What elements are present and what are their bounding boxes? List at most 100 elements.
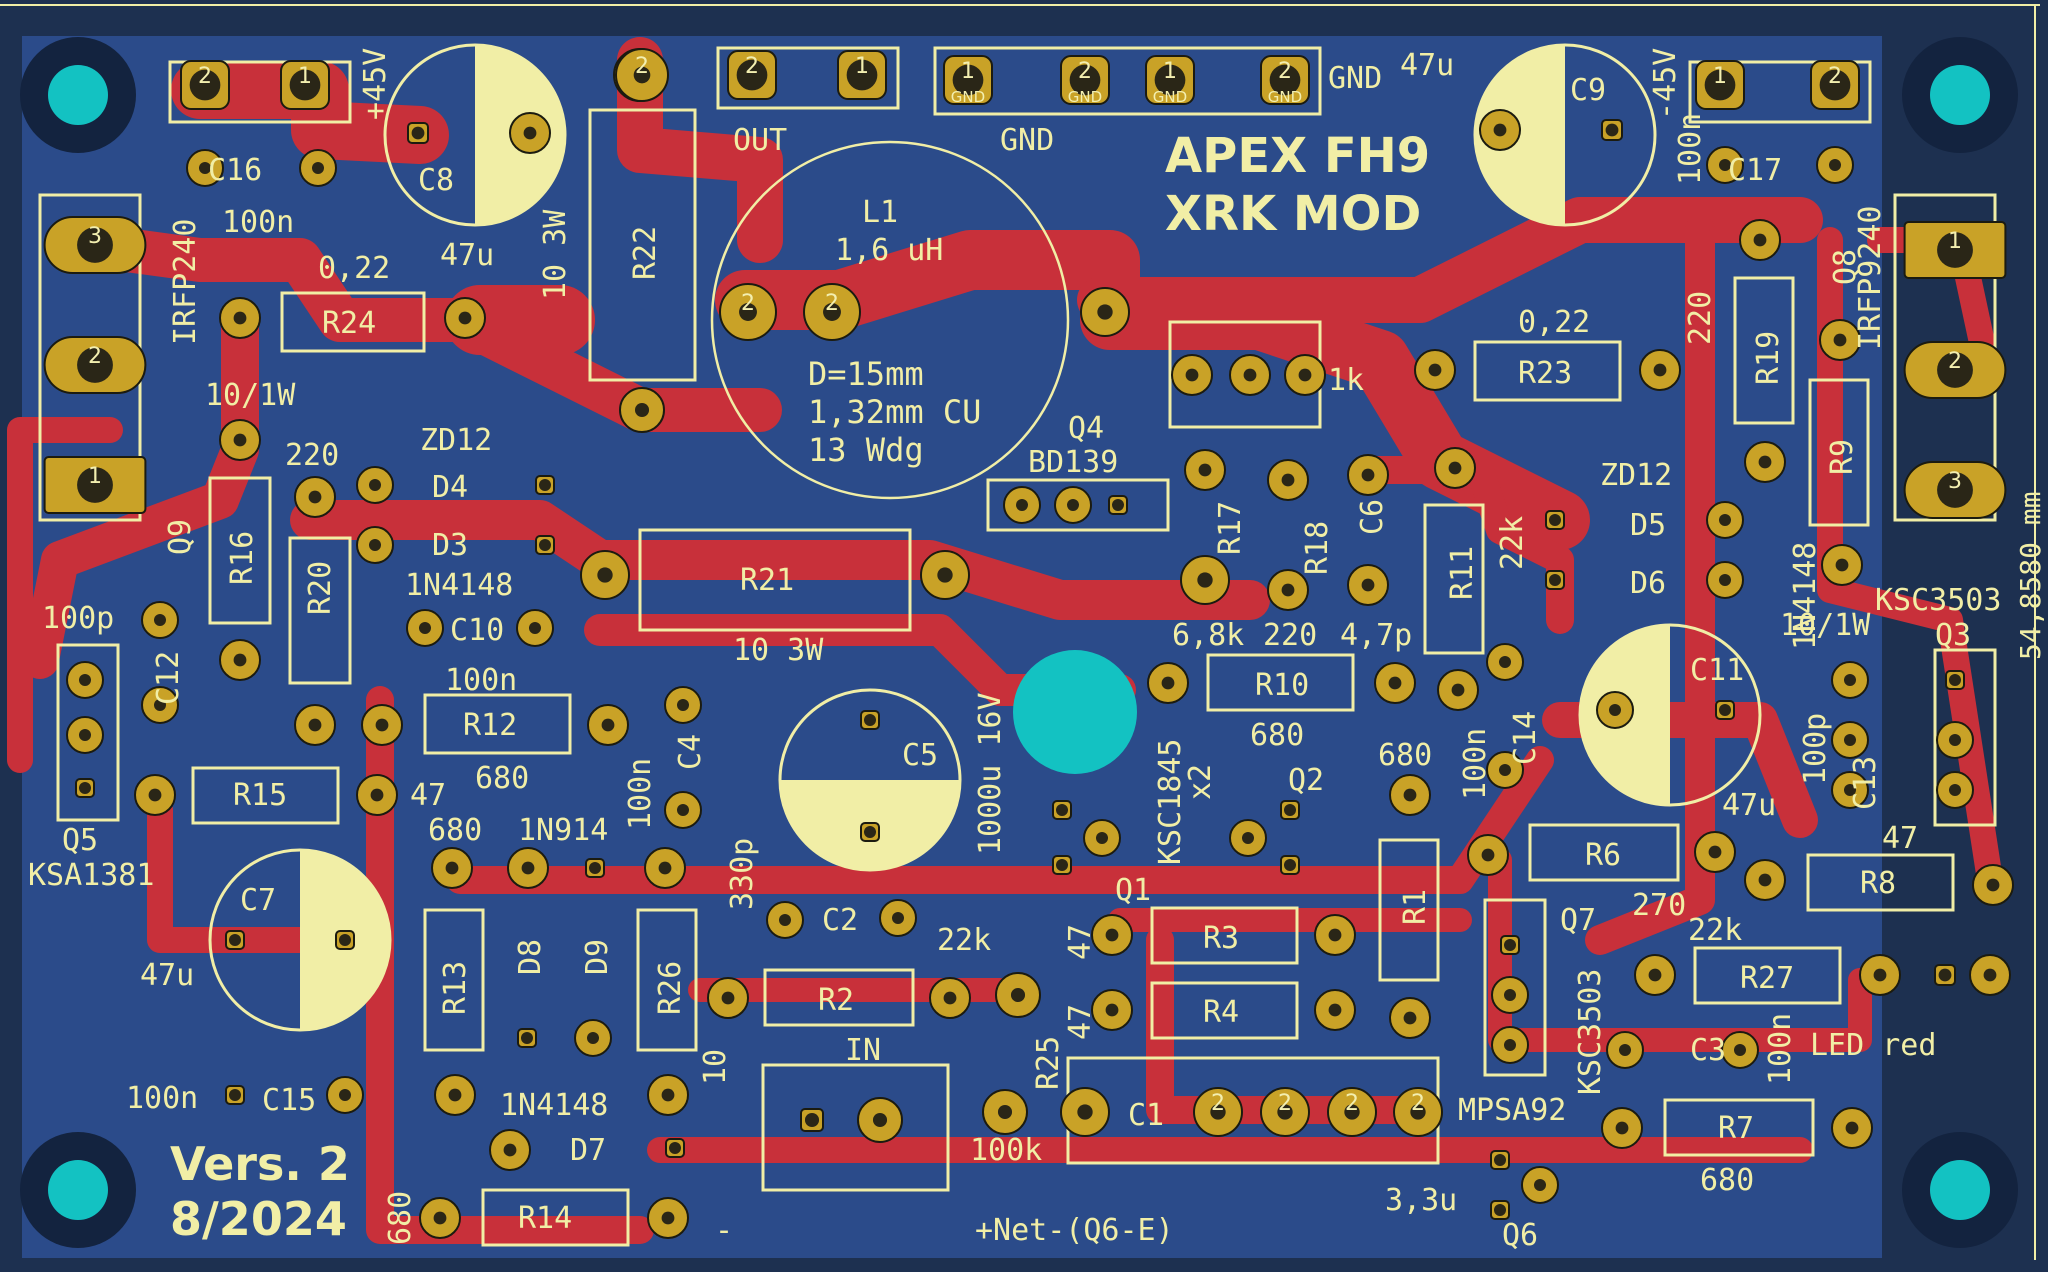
- pad-number: 1: [1713, 64, 1727, 89]
- label-mpsa92: MPSA92: [1458, 1093, 1566, 1128]
- label-v68k: 6,8k: [1172, 618, 1244, 653]
- pad-number: 2: [1278, 59, 1292, 84]
- pad: [516, 609, 554, 647]
- gnd-right-label: GND: [1328, 61, 1382, 96]
- board-title-2: XRK MOD: [1165, 186, 1421, 242]
- r3-outline: [1150, 906, 1299, 965]
- label-v47c: 47: [1882, 821, 1918, 856]
- pad: [1054, 486, 1092, 524]
- pad: [1694, 831, 1736, 873]
- label-n4148b: 1N4148: [500, 1088, 608, 1123]
- pad: [1080, 287, 1130, 337]
- label-v1k: 1k: [1328, 363, 1364, 398]
- r13-outline: [423, 908, 485, 1052]
- pad: [1969, 954, 2011, 996]
- pad: [585, 858, 605, 878]
- pos-supply-outline: [168, 60, 352, 124]
- label-n914: 1N914: [518, 813, 608, 848]
- label-r26: R26: [653, 961, 688, 1015]
- out-label: OUT: [733, 123, 787, 158]
- r23-outline: [1473, 340, 1622, 402]
- label-r19: R19: [1751, 331, 1786, 385]
- r12-outline: [423, 693, 572, 755]
- label-r4: R4: [1203, 995, 1239, 1030]
- pad-number: 2: [825, 291, 839, 316]
- label-c8: C8: [418, 163, 454, 198]
- label-ksc3503a: KSC3503: [1875, 583, 2001, 618]
- r2-outline: [763, 968, 915, 1027]
- l1-value: 1,6 uH: [835, 233, 943, 268]
- label-v680a: 680: [428, 813, 482, 848]
- label-ksa1381: KSA1381: [28, 858, 154, 893]
- pad: [1721, 1031, 1759, 1069]
- pad: [647, 1074, 689, 1116]
- label-r22: R22: [628, 226, 663, 280]
- pad: [335, 930, 355, 950]
- pad: [407, 122, 429, 144]
- pad: [1821, 544, 1863, 586]
- pad: [1934, 964, 1956, 986]
- label-q2: Q2: [1288, 763, 1324, 798]
- pad: [489, 1129, 531, 1171]
- label-r15: R15: [233, 778, 287, 813]
- r16-outline: [208, 476, 272, 625]
- pad: [431, 847, 473, 889]
- pad: [1280, 855, 1300, 875]
- pad: [1437, 669, 1479, 711]
- label-r11: R11: [1445, 546, 1480, 600]
- pad: [1434, 447, 1476, 489]
- pad-number: 3: [88, 224, 102, 249]
- gnd-bottom-label: GND: [1000, 123, 1054, 158]
- pad: 2: [1327, 1087, 1377, 1137]
- date-label: 8/2024: [170, 1192, 347, 1246]
- pad-number: 2: [1828, 64, 1842, 89]
- pad: [1314, 914, 1356, 956]
- mounting-hole-tl: [20, 37, 136, 153]
- pad: [587, 704, 629, 746]
- pad: [860, 710, 880, 730]
- pad: [1414, 349, 1456, 391]
- pad-number: 2: [198, 64, 212, 89]
- pad: [995, 972, 1041, 1018]
- pad: [1389, 997, 1431, 1039]
- label-r9v: 10/1W: [205, 378, 296, 413]
- label-r24v: 0,22: [318, 251, 390, 286]
- label-r17: R17: [1213, 501, 1248, 555]
- pad: [509, 112, 551, 154]
- pad: [66, 661, 104, 699]
- mounting-hole-tr: [1902, 37, 2018, 153]
- pad: [406, 609, 444, 647]
- pad: [1052, 800, 1072, 820]
- pad: [1936, 721, 1974, 759]
- label-r12: R12: [463, 708, 517, 743]
- label-v680d: 680: [1250, 718, 1304, 753]
- label-c12: C12: [151, 651, 186, 705]
- in-connector-outline: [761, 1063, 950, 1192]
- pad: [1706, 561, 1744, 599]
- mounting-hole-br: [1902, 1132, 2018, 1248]
- r10-outline: [1206, 653, 1355, 712]
- pad: 3: [1903, 461, 2007, 519]
- label-c16v: 100n: [222, 205, 294, 240]
- pad: [647, 1197, 689, 1239]
- board-title-1: APEX FH9: [1165, 128, 1430, 184]
- r9-outline: [1808, 378, 1870, 527]
- label-netq6e: +Net-(Q6-E): [975, 1213, 1174, 1248]
- pad: [1601, 1107, 1643, 1149]
- label-d3: D3: [432, 528, 468, 563]
- pad: [1280, 800, 1300, 820]
- pad: [1936, 771, 1974, 809]
- l1-spec2: 1,32mm CU: [808, 393, 981, 431]
- pad: [1859, 954, 1901, 996]
- pad: [1490, 1150, 1510, 1170]
- r7-outline: [1663, 1098, 1815, 1157]
- pad: [141, 686, 179, 724]
- label-x2: x2: [1183, 764, 1218, 800]
- pad: 2: [1260, 1087, 1310, 1137]
- label-irfp240: IRFP240: [168, 219, 203, 345]
- pad: [361, 704, 403, 746]
- pad: 1: [280, 60, 330, 110]
- pad: 2: [43, 336, 147, 394]
- mounting-holes: [20, 37, 2018, 1248]
- pad-number: 1: [855, 54, 869, 79]
